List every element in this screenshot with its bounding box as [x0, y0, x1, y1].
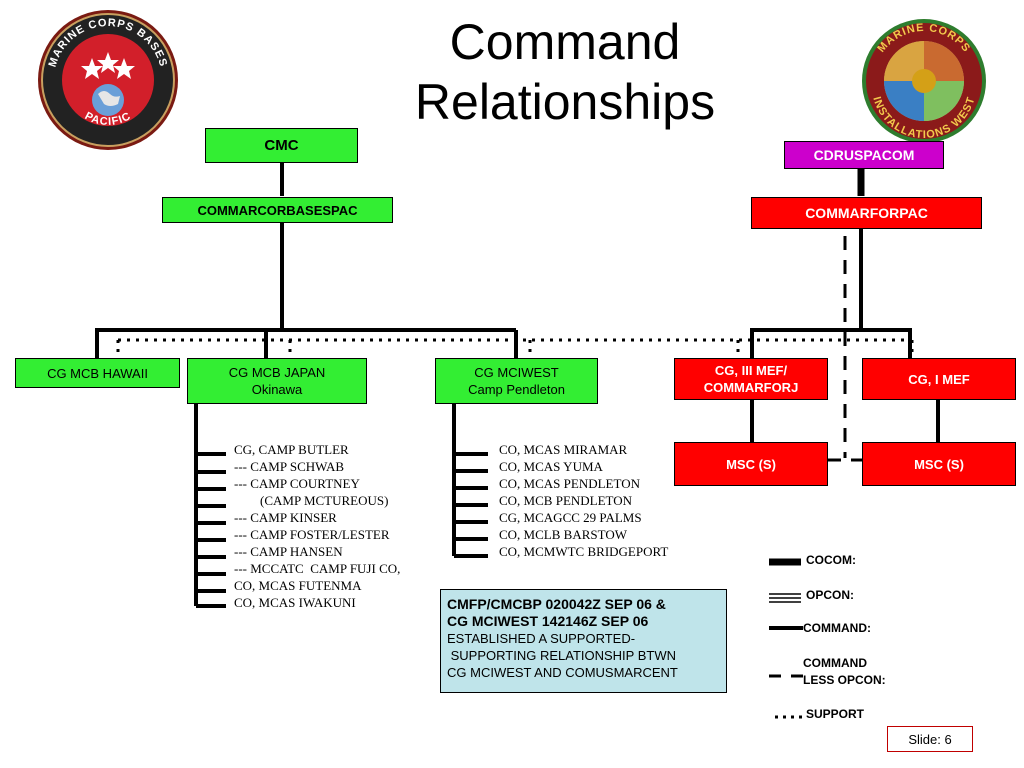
node-msc-left: MSC (S) [674, 442, 828, 486]
left-logo-bottom-text: PACIFIC [83, 110, 133, 128]
list-item: --- CAMP HANSEN [234, 544, 343, 559]
node-cg-mcb-japan-line2: Okinawa [251, 382, 303, 397]
mcb-pacific-logo: MARINE CORPS BASES PACIFIC [38, 10, 178, 150]
slide-number: Slide: 6 [887, 726, 973, 752]
legend-opcon-line [769, 593, 801, 603]
node-cg-mciwest: CG MCIWEST Camp Pendleton [435, 358, 598, 404]
list-item: CO, MCAS YUMA [499, 459, 603, 474]
list-item: CO, MCLB BARSTOW [499, 527, 627, 542]
list-item: CO, MCAS MIRAMAR [499, 442, 628, 457]
node-msc-right: MSC (S) [862, 442, 1016, 486]
legend-cocom-label: COCOM: [806, 553, 856, 567]
node-commarforpac: COMMARFORPAC [751, 197, 982, 229]
relationship-note: CMFP/CMCBP 020042Z SEP 06 & CG MCIWEST 1… [440, 589, 727, 693]
list-item: (CAMP MCTUREOUS) [234, 493, 389, 508]
list-item: --- CAMP KINSER [234, 510, 337, 525]
node-cg-iii-mef-line1: CG, III MEF/ [714, 363, 788, 378]
list-item: --- CAMP SCHWAB [234, 459, 345, 474]
note-line-4: SUPPORTING RELATIONSHIP BTWN [447, 648, 676, 663]
list-item: CG, MCAGCC 29 PALMS [499, 510, 642, 525]
node-cg-mcb-hawaii: CG MCB HAWAII [15, 358, 180, 388]
node-cg-mcb-japan: CG MCB JAPAN Okinawa [187, 358, 367, 404]
note-line-1: CMFP/CMCBP 020042Z SEP 06 & [447, 596, 666, 612]
list-item: CO, MCAS FUTENMA [234, 578, 362, 593]
node-cdruspacom: CDRUSPACOM [784, 141, 944, 169]
list-item: --- CAMP COURTNEY [234, 476, 360, 491]
page-title: Command Relationships [330, 12, 800, 132]
list-item: CO, MCAS IWAKUNI [234, 595, 356, 610]
node-cg-mciwest-line1: CG MCIWEST [474, 365, 559, 380]
title-line-1: Command [449, 14, 681, 70]
node-cg-i-mef: CG, I MEF [862, 358, 1016, 400]
title-line-2: Relationships [414, 74, 716, 130]
list-item: CO, MCMWTC BRIDGEPORT [499, 544, 669, 559]
node-cg-mciwest-line2: Camp Pendleton [468, 382, 565, 397]
list-item: CG, CAMP BUTLER [234, 442, 349, 457]
ega-emblem-icon [912, 69, 936, 93]
list-item: --- CAMP FOSTER/LESTER [234, 527, 390, 542]
node-cg-iii-mef-line2: COMMARFORJ [703, 380, 799, 395]
list-item: CO, MCB PENDLETON [499, 493, 633, 508]
star-icon [81, 52, 135, 79]
legend-support-label: SUPPORT [806, 707, 865, 721]
note-line-5: CG MCIWEST AND COMUSMARCENT [447, 665, 678, 680]
japan-units-list: CG, CAMP BUTLER --- CAMP SCHWAB --- CAMP… [234, 441, 400, 611]
list-item: --- MCCATC CAMP FUJI CO, [234, 561, 401, 576]
legend-command-less-label-1: COMMAND [803, 656, 867, 670]
node-cg-iii-mef: CG, III MEF/ COMMARFORJ [674, 358, 828, 400]
svg-text:PACIFIC: PACIFIC [83, 110, 134, 128]
node-commarcorbasespac: COMMARCORBASESPAC [162, 197, 393, 223]
west-units-list: CO, MCAS MIRAMAR CO, MCAS YUMA CO, MCAS … [499, 441, 668, 560]
legend-command-less-label-2: LESS OPCON: [803, 673, 886, 687]
list-item: CO, MCAS PENDLETON [499, 476, 640, 491]
note-line-3: ESTABLISHED A SUPPORTED- [447, 631, 636, 646]
legend-command-label: COMMAND: [803, 621, 871, 635]
node-cg-mcb-japan-line1: CG MCB JAPAN [228, 365, 326, 380]
legend-opcon-label: OPCON: [806, 588, 854, 602]
mci-west-logo: MARINE CORPS INSTALLATIONS WEST [862, 19, 986, 143]
note-line-2: CG MCIWEST 142146Z SEP 06 [447, 613, 649, 629]
node-cmc: CMC [205, 128, 358, 163]
